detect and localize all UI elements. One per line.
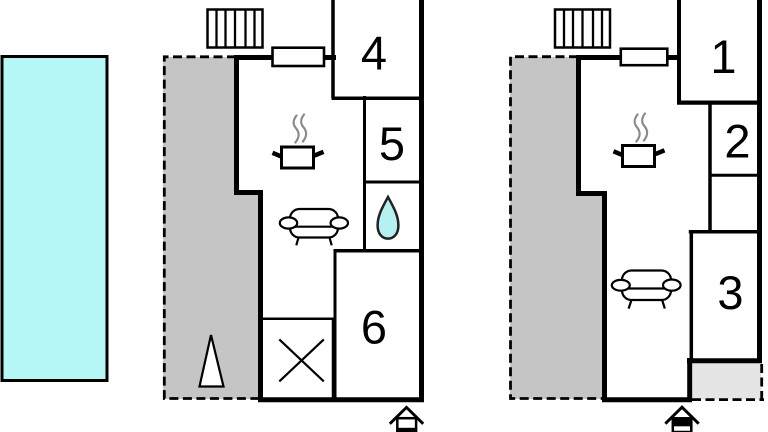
svg-text:4: 4: [361, 27, 387, 80]
svg-text:6: 6: [361, 300, 387, 353]
svg-text:1: 1: [710, 30, 736, 83]
svg-text:3: 3: [717, 266, 743, 319]
svg-text:5: 5: [379, 117, 405, 170]
svg-text:2: 2: [724, 115, 750, 168]
